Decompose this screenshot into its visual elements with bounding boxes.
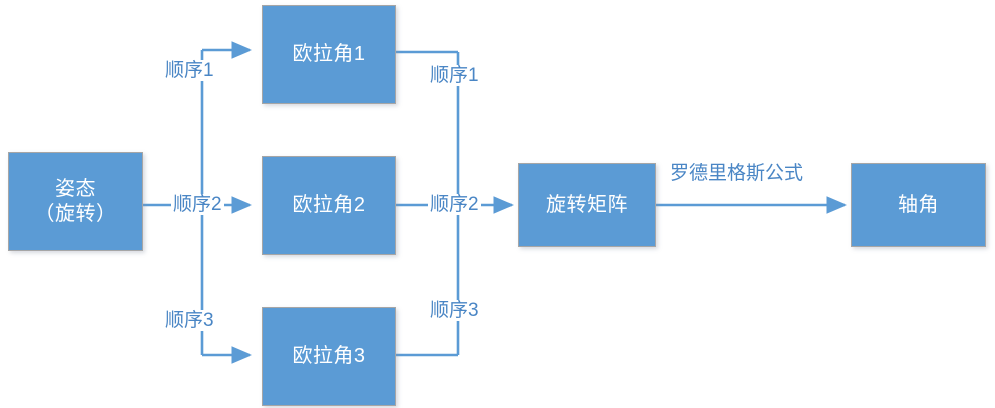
edge-label-output-order-3: 顺序3 — [428, 300, 481, 321]
edge-label-output-order-2: 顺序2 — [428, 194, 481, 215]
node-attitude[interactable]: 姿态 （旋转） — [8, 152, 143, 251]
node-euler-angle-2-label: 欧拉角2 — [292, 194, 366, 216]
node-euler-angle-1-label: 欧拉角1 — [292, 43, 366, 65]
node-euler-angle-3[interactable]: 欧拉角3 — [262, 307, 396, 406]
node-axis-angle-label: 轴角 — [898, 193, 939, 216]
node-axis-angle[interactable]: 轴角 — [851, 163, 986, 247]
edge-label-input-order-2: 顺序2 — [171, 194, 224, 215]
edge-label-input-order-3: 顺序3 — [163, 310, 216, 331]
node-rotation-matrix-label: 旋转矩阵 — [546, 193, 628, 216]
node-euler-angle-2[interactable]: 欧拉角2 — [262, 156, 396, 255]
node-rotation-matrix[interactable]: 旋转矩阵 — [518, 163, 656, 247]
node-euler-angle-1[interactable]: 欧拉角1 — [262, 5, 396, 104]
edge-label-rodrigues-formula: 罗德里格斯公式 — [668, 163, 806, 184]
node-euler-angle-3-label: 欧拉角3 — [292, 345, 366, 367]
edge-label-input-order-1: 顺序1 — [163, 60, 216, 81]
node-attitude-label: 姿态 （旋转） — [34, 177, 117, 225]
edge-label-output-order-1: 顺序1 — [428, 65, 481, 86]
